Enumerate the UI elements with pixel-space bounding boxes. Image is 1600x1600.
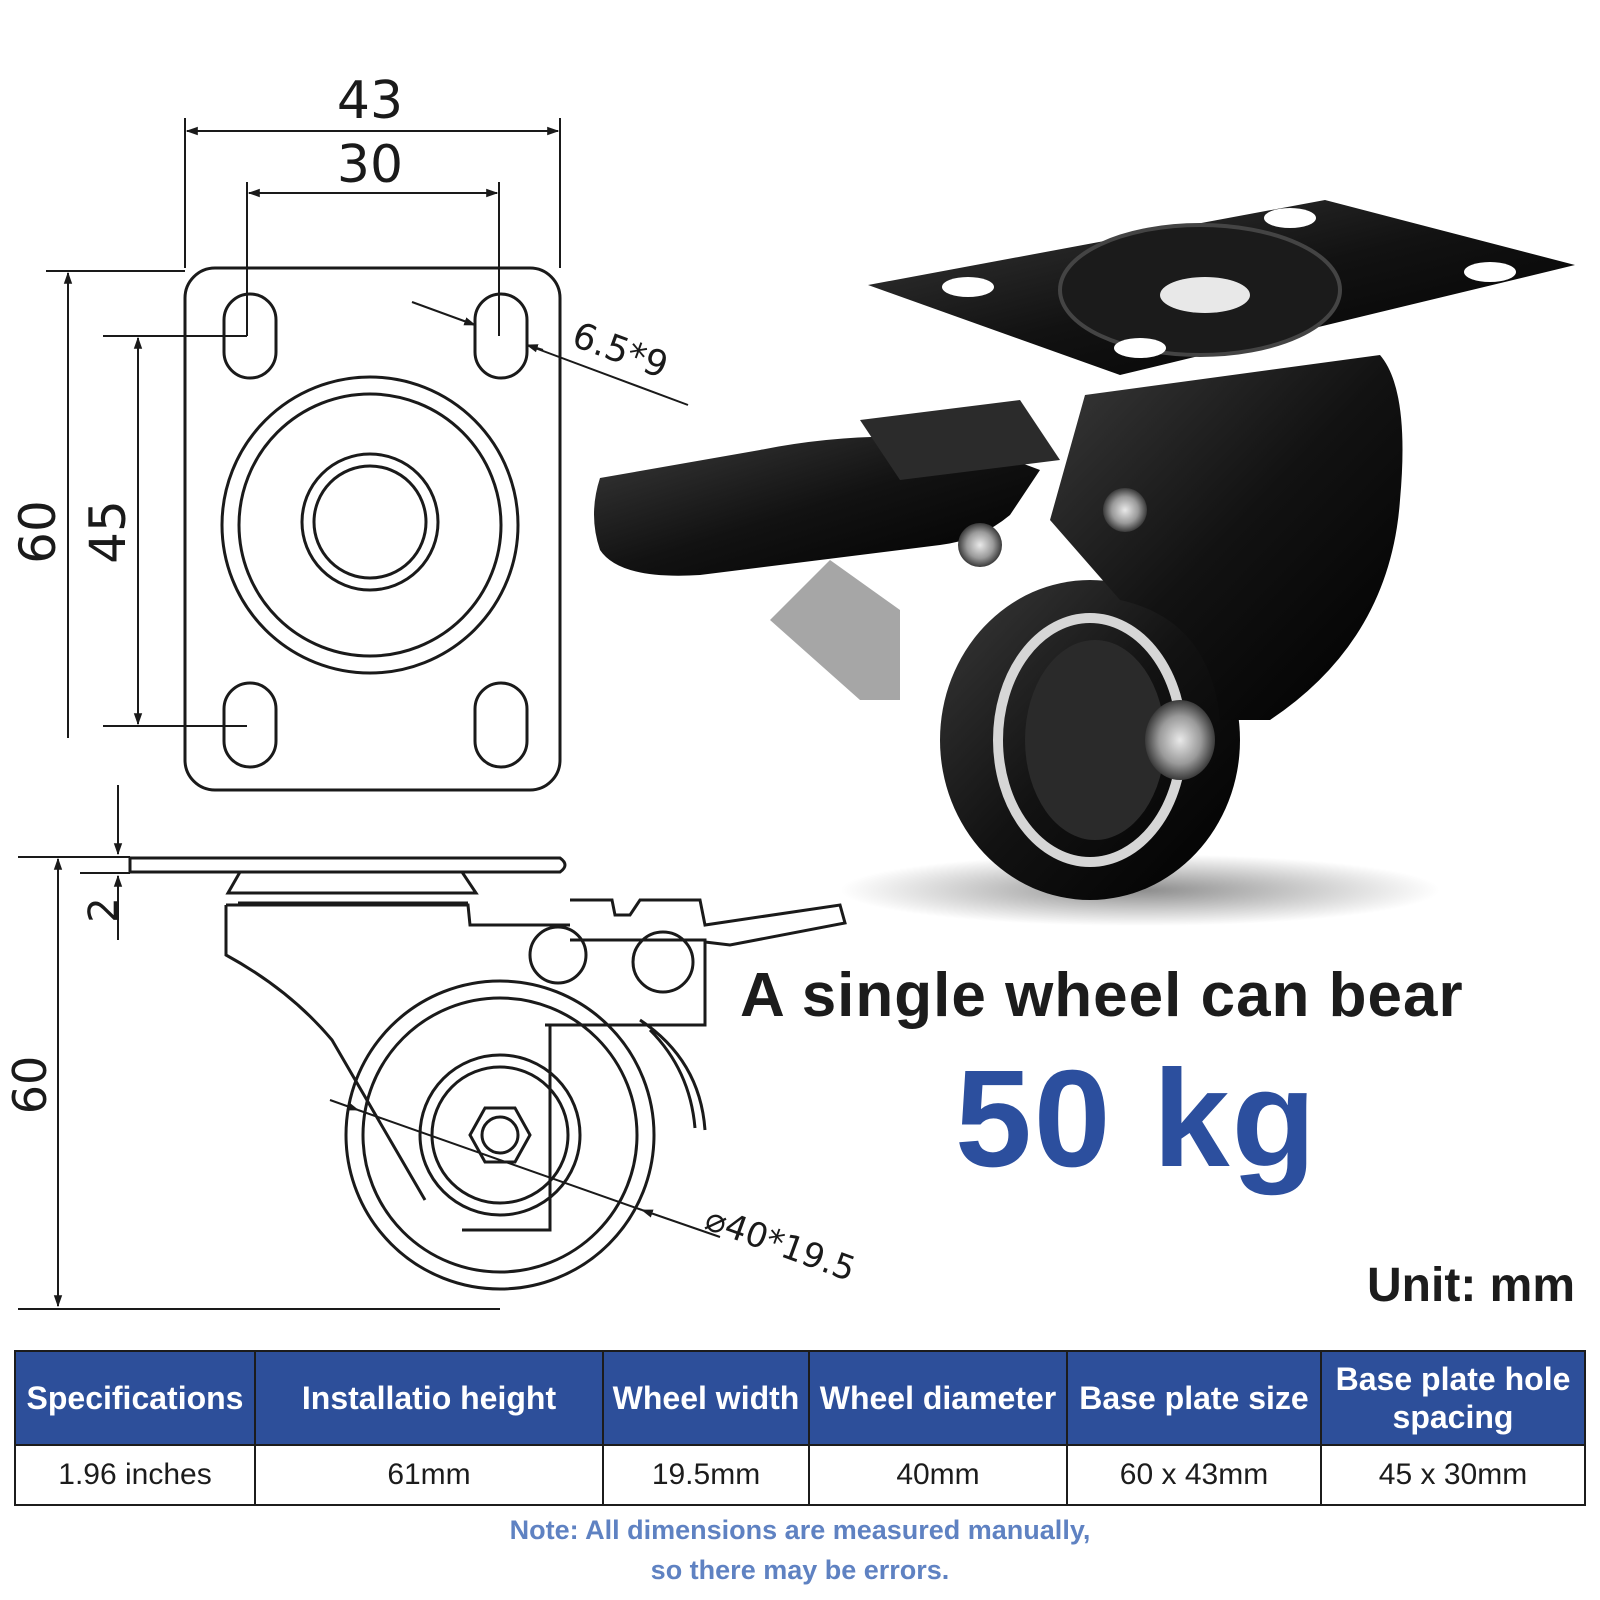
product-plate-hole [1264, 208, 1316, 228]
mount-slot [473, 292, 529, 380]
spec-header-cell: Wheel width [602, 1350, 810, 1446]
product-fork [1050, 355, 1403, 720]
unit-label: Unit: mm [1367, 1259, 1575, 1312]
spec-header-cell: Installatio height [254, 1350, 604, 1446]
caster-dimension-diagram: 43 30 60 45 6.5*9 2 60 ⌀40*19.5 [3, 71, 1575, 1310]
product-plate-hole [942, 277, 994, 297]
side-brake-pedal [570, 898, 847, 947]
base-plate-outline [183, 266, 562, 792]
spec-table: Specifications Installatio height Wheel … [14, 1350, 1586, 1506]
product-brake-top [860, 400, 1060, 480]
spec-value-cell: 19.5mm [602, 1444, 810, 1506]
product-axle-nut [1145, 700, 1215, 780]
spec-value-cell: 40mm [808, 1444, 1068, 1506]
spec-value-cell: 60 x 43mm [1066, 1444, 1322, 1506]
spec-header-cell: Specifications [14, 1350, 256, 1446]
side-base-plate [128, 856, 567, 874]
note-line: so there may be errors. [650, 1555, 950, 1585]
side-wheel-hub [418, 1053, 582, 1217]
dim-wheel-size: ⌀40*19.5 [700, 1199, 861, 1290]
dim-top-width-outer: 43 [337, 71, 403, 131]
side-fork [224, 905, 707, 1201]
spec-value-cell: 45 x 30mm [1320, 1444, 1586, 1506]
side-axle-nut [468, 1106, 532, 1164]
dim-top-height-inner: 45 [79, 500, 137, 564]
kingpin-ring-inner [312, 464, 428, 580]
measurement-note: Note: All dimensions are measured manual… [0, 1510, 1600, 1590]
bearing-ring-outer [220, 375, 520, 675]
side-view-dimensions [18, 785, 721, 1310]
product-kingpin [1160, 277, 1250, 313]
dim-top-height-outer: 60 [9, 500, 67, 564]
spec-value-cell: 1.96 inches [14, 1444, 256, 1506]
caster-product-illustration [594, 200, 1575, 926]
load-capacity: 50 kg [955, 1042, 1318, 1196]
dim-plate-thickness: 2 [81, 897, 127, 922]
top-view-drawing [183, 266, 562, 792]
side-brake-arm [639, 1018, 707, 1131]
spec-header-cell: Base plate hole spacing [1320, 1350, 1586, 1446]
mount-slot [473, 681, 529, 769]
dim-slot-size: 6.5*9 [567, 315, 673, 387]
side-fork-top [226, 903, 570, 927]
side-wheel-tread [344, 979, 656, 1291]
spec-header-cell: Base plate size [1066, 1350, 1322, 1446]
product-brake-spring [770, 560, 900, 700]
product-rivet [1103, 488, 1147, 532]
side-rivet [631, 930, 695, 994]
spec-header-cell: Wheel diameter [808, 1350, 1068, 1446]
bearing-ring-inner [237, 392, 503, 658]
product-plate-hole [1114, 338, 1166, 358]
note-line: Note: All dimensions are measured manual… [509, 1515, 1091, 1545]
product-rivet [958, 523, 1002, 567]
side-wheel-hub-outer [361, 996, 639, 1274]
side-swivel-plate [225, 870, 479, 895]
dim-side-height: 60 [3, 1056, 57, 1115]
product-plate-hole [1464, 262, 1516, 282]
spec-value-cell: 61mm [254, 1444, 604, 1506]
kingpin-ring-outer [300, 452, 440, 592]
side-fork-leg [462, 1025, 552, 1232]
spec-value-row: 1.96 inches 61mm 19.5mm 40mm 60 x 43mm 4… [14, 1444, 1586, 1506]
side-rivet [528, 925, 588, 985]
top-view-dimensions [46, 118, 689, 738]
product-wheel-center [1025, 640, 1165, 840]
dim-top-width-inner: 30 [337, 135, 403, 195]
load-headline: A single wheel can bear [740, 961, 1464, 1030]
side-wheel-hub-inner [430, 1065, 570, 1205]
spec-header-row: Specifications Installatio height Wheel … [14, 1350, 1586, 1446]
side-axle [480, 1115, 520, 1155]
